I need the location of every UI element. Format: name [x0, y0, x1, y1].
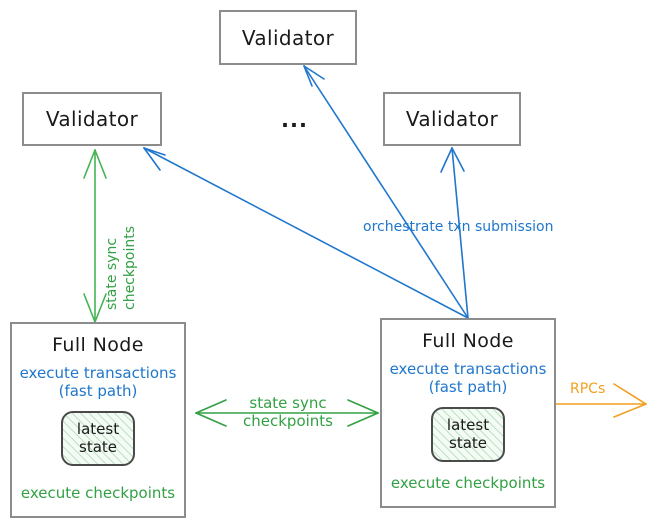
full-node-right-state-line2: state [449, 433, 487, 452]
full-node-left-blue-line2: (fast path) [58, 382, 138, 401]
full-node-left-green-note: execute checkpoints [20, 484, 176, 502]
full-node-right-green-note: execute checkpoints [390, 474, 546, 492]
validator-top-label: Validator [241, 25, 335, 50]
full-node-left-state-line2: state [79, 437, 117, 456]
full-node-right-blue-line1: execute transactions [389, 360, 547, 378]
arrowhead-validator-left-b [143, 147, 161, 171]
full-node-right-state-box[interactable]: latest state [431, 406, 505, 462]
full-node-right-box[interactable]: Full Node execute transactions(fast path… [380, 318, 556, 508]
arrowhead-validator-right-b [451, 147, 465, 172]
full-node-right-state-line1: latest [446, 415, 490, 434]
green-vertical-edge [83, 149, 107, 323]
validators-ellipsis: ... [281, 108, 308, 132]
rpcs-label: RPCs [570, 381, 606, 397]
arrowhead-up-b [94, 149, 107, 179]
full-node-left-title: Full Node [52, 334, 144, 356]
state-sync-vertical-label-line1: state sync [104, 237, 120, 310]
full-node-left-blue-note: execute transactions(fast path) [20, 364, 177, 401]
arrowhead-rpcs-b [613, 403, 647, 418]
validator-left-label: Validator [45, 107, 139, 131]
state-sync-mid-line1: state sync [249, 394, 327, 412]
arrowhead-validator-top-a [303, 65, 313, 87]
arrowhead-rpcs-a [613, 383, 647, 405]
arrowhead-up-a [83, 149, 96, 179]
state-sync-mid-line2: checkpoints [243, 412, 333, 430]
arrowhead-left-a [195, 399, 227, 414]
full-node-right-content: Full Node execute transactions(fast path… [382, 320, 554, 506]
full-node-right-blue-note: execute transactions(fast path) [390, 360, 547, 397]
validator-right-box[interactable]: Validator [383, 92, 521, 146]
validator-right-label: Validator [405, 107, 499, 131]
arrowhead-validator-left-a [143, 147, 166, 156]
arrowhead-right-a [347, 399, 379, 414]
full-node-left-blue-line1: execute transactions [19, 364, 177, 382]
arrowhead-validator-top-b [303, 65, 325, 80]
full-node-left-content: Full Node execute transactions(fast path… [12, 324, 184, 516]
orchestrate-txn-submission-label: orchestrate txn submission [363, 219, 554, 235]
validator-top-box[interactable]: Validator [219, 10, 357, 65]
state-sync-vertical-label-line2: checkpoints [122, 226, 138, 310]
full-node-right-blue-line2: (fast path) [428, 378, 508, 397]
arrowhead-left-b [195, 412, 227, 427]
full-node-left-box[interactable]: Full Node execute transactions(fast path… [10, 322, 186, 518]
arrowhead-down-a [83, 293, 96, 323]
arrowhead-validator-right-a [440, 147, 453, 173]
full-node-right-title: Full Node [422, 330, 514, 352]
full-node-left-state-box[interactable]: latest state [61, 410, 135, 466]
arrowhead-right-b [347, 412, 379, 427]
validator-left-box[interactable]: Validator [22, 92, 162, 146]
full-node-left-state-line1: latest [76, 419, 120, 438]
